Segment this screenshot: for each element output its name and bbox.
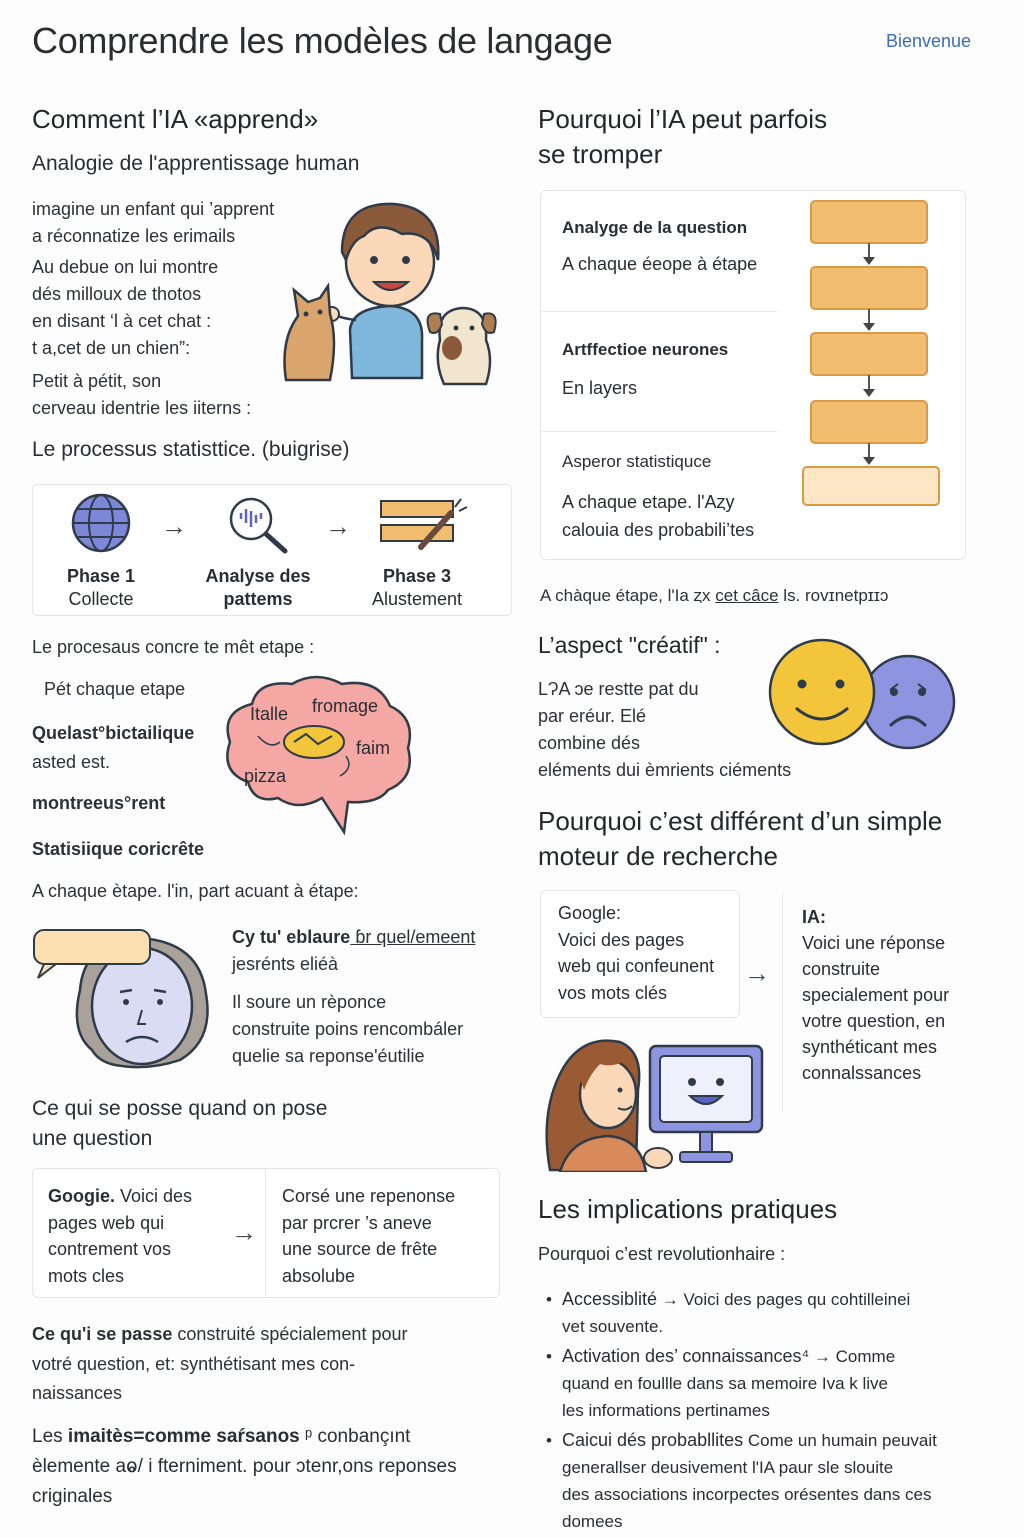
ia-answer-text: Corsé une repenonse par prcrer ’s aneve … (282, 1186, 456, 1286)
section-title-learn: Comment l’IA «apprend» (32, 104, 319, 134)
brain-word-pizza: pizza (244, 766, 287, 786)
section-subtitle-analogy: Analogie de l'apprentissage human (32, 152, 360, 175)
globe-icon (71, 493, 131, 553)
phase-3: Phase 3 Alustement (371, 566, 463, 609)
learn-paragraph-2: Au debue on lui montre dés milloux de th… (32, 257, 219, 358)
step-1-text: A chaque éeope à étape (562, 254, 758, 274)
brain-word-italie: Italle (250, 704, 289, 724)
concrete-item-1: Pét chaque etape (44, 679, 186, 699)
woman-computer-illustration (545, 1039, 764, 1172)
creative-paragraph: LɁA ɔe restte pat du par eréur. Elé comb… (538, 679, 792, 780)
implication-activation: Activation des’ connaissances⁴ → Comme q… (540, 1343, 984, 1424)
each-step-text: A chaque ètape. l'in, part acuant à étap… (32, 881, 359, 901)
ia-card-text: IA: Voici une réponse construite special… (802, 907, 950, 1083)
section-title-creative: L’aspect "créatif" : (538, 632, 721, 658)
brain-illustration: Italle fromage faim pizza (218, 672, 416, 838)
google-card-text: Google: Voici des pages web qui confeune… (558, 903, 715, 1003)
section-title-question: Ce qui se posse quand on pose une questi… (32, 1097, 328, 1150)
concrete-item-3: montreeus°rent (32, 793, 166, 813)
learn-paragraph-1: imagine un enfant qui ’apprent a réconna… (32, 199, 275, 246)
concrete-item-2-bold: Quelast°bictailique (32, 723, 195, 743)
flow-arrow-down (863, 443, 875, 465)
google-answer-text: Goo­gie. Voici des pages web qui contrem… (48, 1186, 193, 1286)
wrong-footer-text: A chàque étape, l'Ia ȥx cet câce ls. rov… (540, 586, 889, 605)
question-comparison-card: Goo­gie. Voici des pages web qui contrem… (32, 1168, 500, 1298)
phase-2: Analyse des pattems (205, 566, 311, 609)
arrow-right-icon: → (161, 511, 187, 541)
what-happens-paragraph: Ce qu'i se passe construité spécialement… (32, 1324, 408, 1403)
section-title-implications: Les implications pratiques (538, 1194, 838, 1224)
implication-accessibility: Accessiblité → Voici des pages qu cohtil… (540, 1286, 984, 1340)
confused-text-1: Cy tu' eblaure ɓr quel/emeent jesrénts e… (232, 927, 476, 974)
page-title: Comprendre les modèles de langage (32, 20, 613, 61)
flow-box-3 (810, 332, 928, 376)
step-3-text: A chaque etape. l'Aȥy calouia des probab… (562, 492, 755, 540)
flow-box-2 (810, 266, 928, 310)
concrete-intro: Le procesaus concre te mêt etape : (32, 637, 315, 657)
flow-arrow-down (863, 243, 875, 265)
magnifier-icon (229, 497, 288, 554)
learn-paragraph-3: Petit à pétit, son cerveau identrie les … (32, 371, 252, 418)
arrow-right-icon: → (231, 1217, 257, 1247)
brain-word-faim: faim (356, 738, 391, 758)
phase-1: Phase 1 Collecte (66, 566, 136, 609)
confused-person-illustration (33, 929, 209, 1069)
flow-box-4 (810, 400, 928, 444)
adjustment-icon (380, 498, 468, 550)
brain-word-fromage: fromage (312, 696, 379, 716)
step-2-title: Artffectioe neurones (562, 340, 729, 359)
step-2-text: En layers (562, 378, 638, 398)
step-3-title: Asperor statistiquce (562, 452, 712, 471)
limits-paragraph: Les imaitès=comme saŕsanos ᵖ conbançınt … (32, 1426, 457, 1507)
implications-subtitle: Pourquoi c’est revolutionhaire : (538, 1244, 786, 1264)
nav-link-bienvenue[interactable]: Bienvenue (886, 31, 972, 51)
section-title-statistics: Le processus statisttice. (buigrise) (32, 438, 350, 461)
flow-box-1 (810, 200, 928, 244)
implication-probabilities: Caicui dés probabllites Come un humain p… (540, 1427, 984, 1535)
google-card (540, 890, 740, 1018)
flow-arrow-down (863, 375, 875, 397)
step-1-title: Analyge de la question (562, 218, 748, 237)
flow-box-5 (802, 466, 940, 506)
concrete-item-4: Statisiique coricrête (32, 839, 205, 859)
section-title-search-engine: Pourquoi c’est différent d’un simple mot… (538, 806, 943, 871)
phases-card: → → Phase 1 Collecte Analyse des pattems… (32, 484, 512, 616)
emotion-faces-illustration (768, 638, 956, 750)
confused-text-2: Il soure un rèponce construite poins ren… (232, 992, 464, 1066)
arrow-right-icon: → (744, 958, 770, 988)
concrete-item-2: asted est. (32, 752, 111, 772)
section-title-wrong: Pourquoi l’IA peut parfois se tromper (538, 104, 828, 169)
implications-list: Accessiblité → Voici des pages qu cohtil… (540, 1286, 984, 1538)
arrow-right-icon: → (325, 511, 351, 541)
flow-arrow-down (863, 309, 875, 331)
child-pets-illustration (283, 202, 497, 386)
